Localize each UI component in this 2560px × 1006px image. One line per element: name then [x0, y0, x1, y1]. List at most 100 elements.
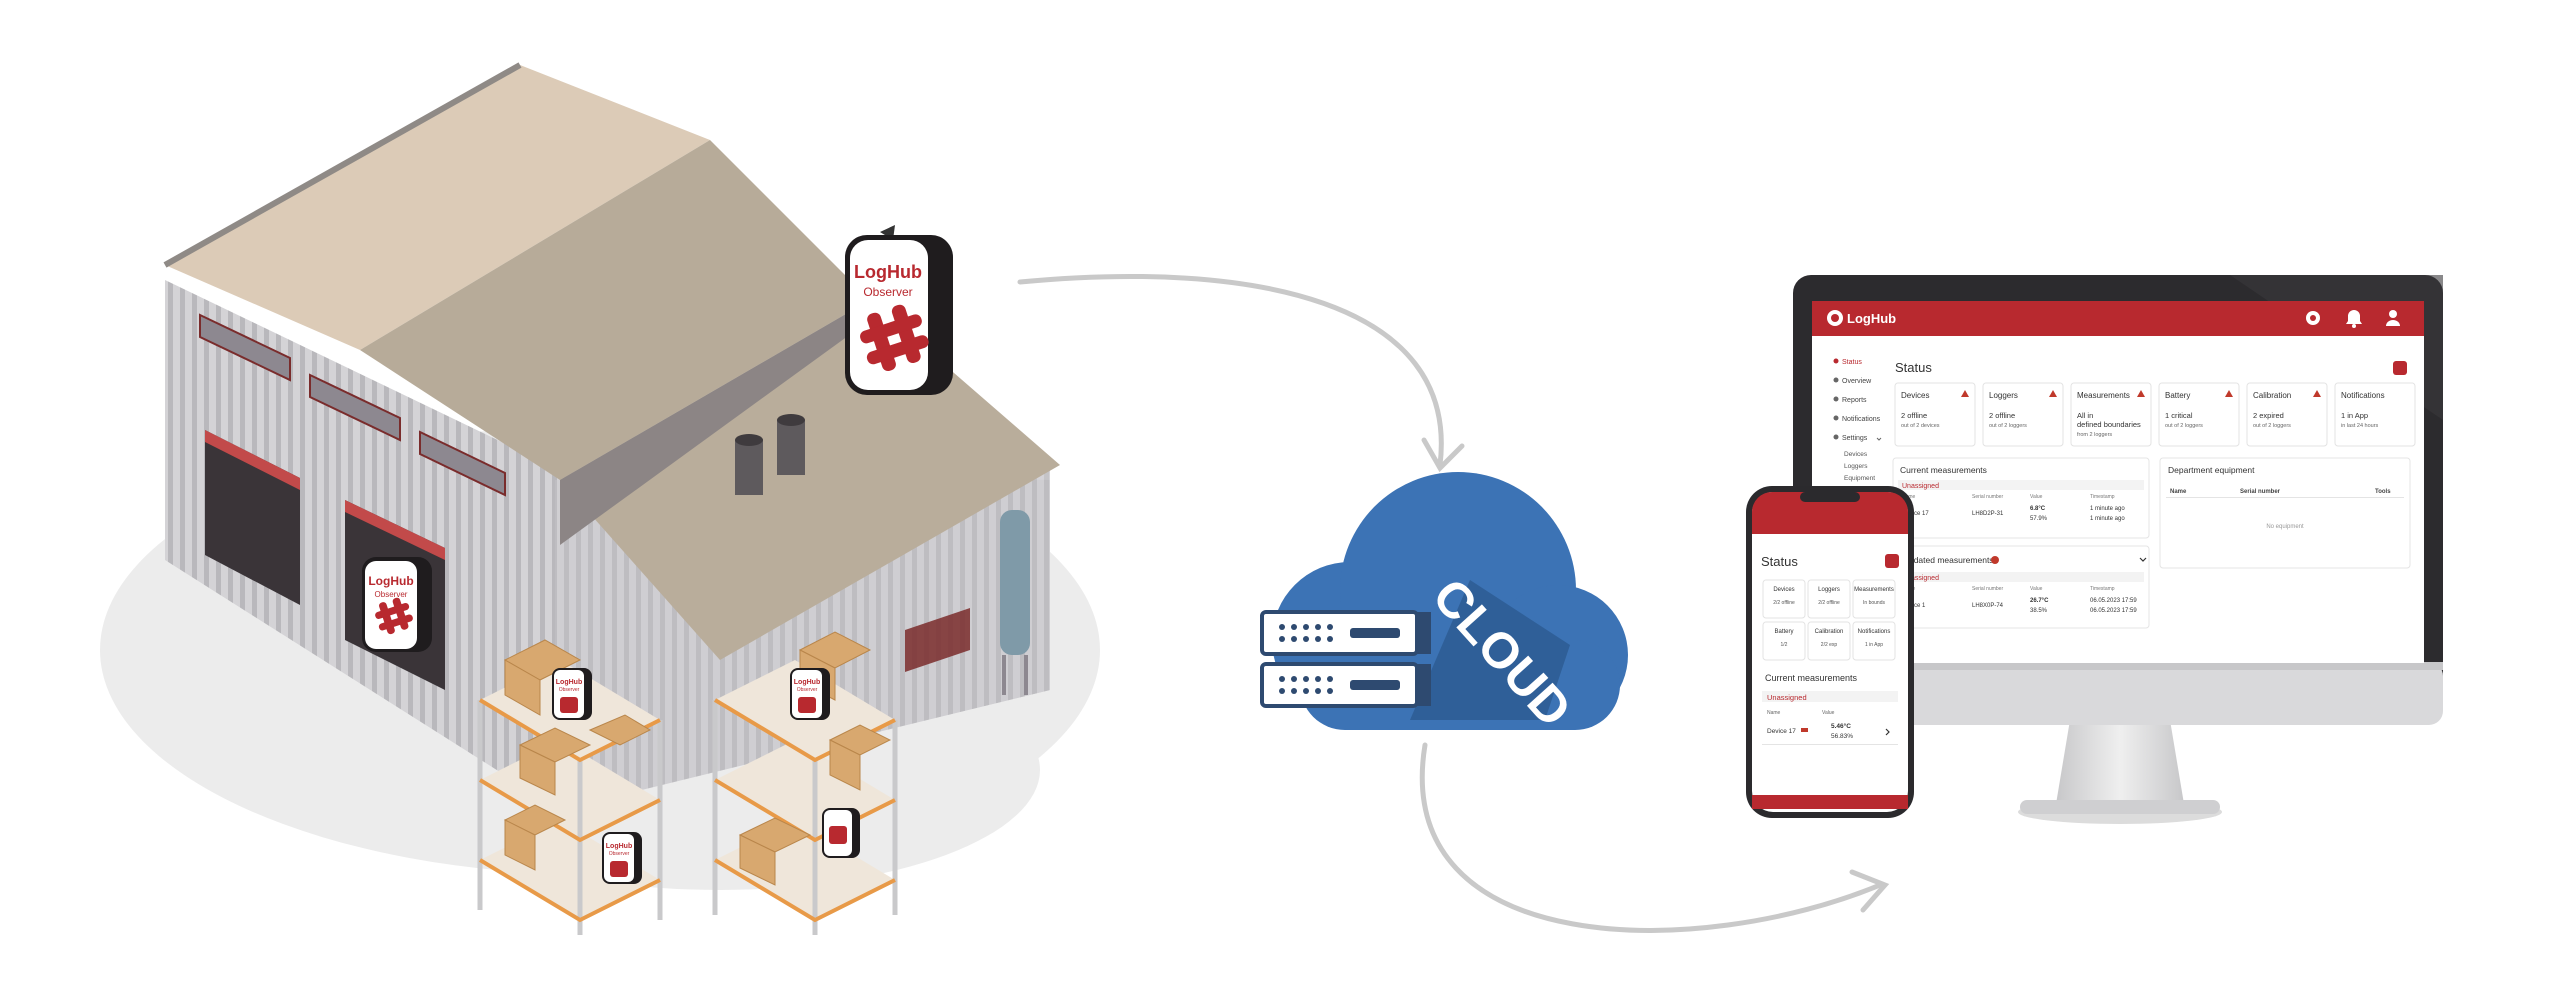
phone-row-name: Device 17 — [1767, 728, 1796, 735]
sidebar-item-overview[interactable]: Overview — [1842, 378, 1872, 385]
card-value: 2/2 offline — [1818, 600, 1840, 606]
row-serial: LH8X0P-74 — [1972, 603, 2004, 609]
app-header-bar — [1812, 301, 2424, 336]
server-rack-icon — [1260, 610, 1431, 708]
card-title: Battery — [2165, 391, 2190, 400]
card-value: 2/2 exp — [1821, 642, 1838, 648]
group-label: Unassigned — [1902, 575, 1939, 582]
sidebar-item-reports[interactable]: Reports — [1842, 397, 1867, 404]
sidebar-subitem-devices[interactable]: Devices — [1844, 451, 1868, 458]
logger-device-shelf-right-low — [822, 808, 860, 858]
sidebar-subitem-loggers[interactable]: Loggers — [1844, 463, 1868, 470]
phone-footer-bar — [1752, 795, 1908, 809]
phone-table-row[interactable]: Device 17 5.46°C 56.83% — [1767, 722, 1890, 740]
logger-device-roof: LogHub Observer — [845, 225, 953, 395]
table-header: Timestamp — [2090, 494, 2115, 500]
app-brand-label: LogHub — [1847, 311, 1896, 326]
chevron-down-icon[interactable] — [1876, 437, 1882, 441]
row-name: Device 17 — [1902, 511, 1929, 517]
sidebar-subitem-equipment[interactable]: Equipment — [1844, 475, 1875, 482]
nav-icon — [1833, 377, 1839, 383]
row-humidity: 38.5% — [2030, 608, 2048, 614]
sidebar-item-notifications[interactable]: Notifications — [1842, 416, 1881, 423]
warning-icon — [2137, 390, 2145, 397]
sidebar-item-status[interactable]: Status — [1842, 359, 1862, 366]
loghub-hash-logo-icon — [860, 304, 929, 372]
table-header: Serial number — [2240, 489, 2281, 495]
phone-card-loggers[interactable]: Loggers 2/2 offline — [1807, 579, 1851, 619]
table-header: Timestamp — [2090, 586, 2115, 592]
arrow-cloud-to-dashboard — [1420, 742, 1883, 933]
row-timestamp: 1 minute ago — [2090, 516, 2125, 522]
arrow-head-right-icon — [1849, 869, 1890, 913]
bell-icon[interactable] — [2346, 310, 2362, 328]
department-equipment-title: Department equipment — [2168, 465, 2255, 475]
device-model-label: Observer — [609, 851, 630, 857]
warning-icon — [2049, 390, 2057, 397]
desktop-monitor: LogHub StatusOverviewReportsNotification… — [1793, 275, 2443, 824]
logger-device-door: LogHub Observer — [362, 557, 432, 652]
warning-icon — [2225, 390, 2233, 397]
table-header: Serial number — [1972, 586, 2003, 592]
card-value: 2 expired — [2253, 411, 2284, 420]
phone-page-title: Status — [1761, 554, 1798, 569]
row-name: Device 1 — [1902, 603, 1926, 609]
phone-group-label: Unassigned — [1767, 693, 1807, 702]
phone-header-name: Name — [1767, 710, 1781, 716]
nav-icon — [1833, 415, 1839, 421]
logger-device-shelf-low: LogHub Observer — [602, 832, 642, 884]
card-title: Measurements — [2077, 391, 2130, 400]
card-title: Measurements — [1854, 587, 1894, 593]
settings-button[interactable] — [2393, 361, 2407, 375]
warning-icon — [1961, 390, 1969, 397]
empty-state-text: No equipment — [2266, 524, 2304, 530]
card-value: 1 critical — [2165, 411, 2193, 420]
phone-settings-button[interactable] — [1885, 554, 1899, 568]
storage-shelf-left — [477, 639, 663, 935]
card-title: Calibration — [1815, 629, 1844, 635]
card-value: All in — [2077, 411, 2093, 420]
phone-header-value: Value — [1822, 710, 1835, 716]
card-title: Devices — [1901, 391, 1929, 400]
card-title: Battery — [1774, 629, 1793, 635]
warning-icon — [2313, 390, 2321, 397]
phone-notch — [1800, 492, 1860, 502]
warning-dot-icon — [1991, 556, 1999, 564]
device-model-label: Observer — [797, 687, 818, 693]
status-card-battery[interactable]: Battery 1 critical out of 2 loggers — [2158, 382, 2240, 447]
department-equipment-panel — [2159, 457, 2411, 569]
table-header: Value — [2030, 586, 2043, 592]
chevron-down-icon[interactable] — [2139, 557, 2147, 562]
nav-icon — [1833, 434, 1839, 440]
row-temperature: 6.8°C — [2030, 506, 2046, 512]
card-value: 2 offline — [1989, 411, 2015, 420]
sidebar-item-settings[interactable]: Settings — [1842, 435, 1868, 442]
device-brand-label: LogHub — [854, 262, 922, 282]
gear-icon[interactable] — [2306, 311, 2320, 325]
card-subtitle: out of 2 loggers — [2165, 423, 2203, 429]
table-header: Value — [2030, 494, 2043, 500]
current-measurements-title: Current measurements — [1900, 465, 1987, 475]
table-header: Name — [2170, 489, 2187, 495]
device-model-label: Observer — [863, 285, 912, 299]
warehouse-illustration: LogHub Observer LogHub Observer — [100, 62, 1100, 935]
card-title: Loggers — [1818, 587, 1840, 593]
card-subtitle: out of 2 loggers — [2253, 423, 2291, 429]
device-brand-label: LogHub — [794, 679, 820, 686]
user-icon[interactable] — [2386, 310, 2400, 326]
phone-card-calibration[interactable]: Calibration 2/2 exp — [1807, 621, 1851, 661]
